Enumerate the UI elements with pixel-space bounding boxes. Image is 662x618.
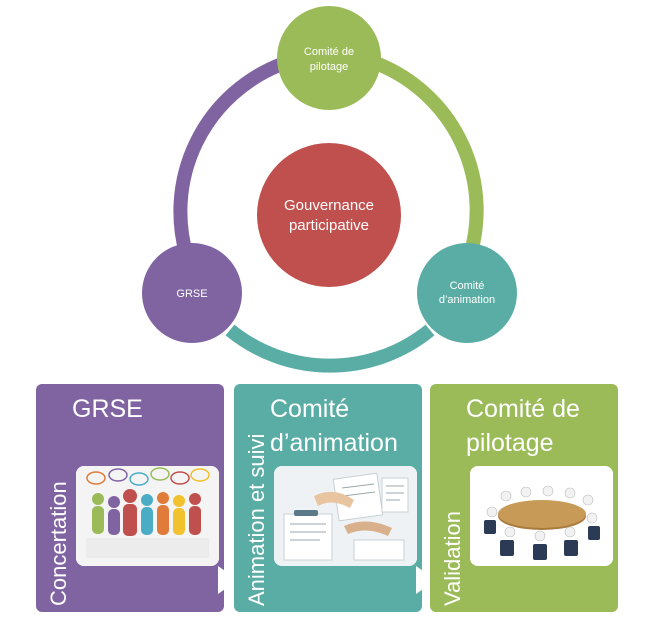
node-animation-label-2: d’animation (439, 294, 495, 306)
panel-concertation: Concertation GRSE (36, 384, 238, 612)
panel-animation: Animation et suivi Comité d’animation (234, 384, 436, 612)
panel-title: Comité d’animation (270, 392, 416, 460)
node-grse (142, 243, 242, 343)
documents-handshake-icon (274, 466, 417, 566)
center-circle (257, 143, 401, 287)
governance-cycle-diagram: Gouvernance participative Comité de pilo… (142, 6, 517, 373)
node-pilotage-label-1: Comité de (304, 46, 354, 58)
panel-title-line-1: GRSE (72, 395, 143, 423)
panel-title-line-2: pilotage (466, 429, 554, 457)
center-label-2: participative (289, 217, 369, 234)
node-animation (417, 243, 517, 343)
people-speech-bubbles-icon (76, 466, 219, 566)
panel-validation: Validation Comité de pilotage (430, 384, 618, 612)
meeting-table-icon (470, 466, 613, 566)
center-label-1: Gouvernance (284, 197, 374, 214)
panel-vertical-label: Animation et suivi (244, 433, 269, 606)
panel-title-line-1: Comité de (466, 395, 580, 423)
panel-vertical-label: Validation (440, 511, 465, 606)
ring-arc-purple (173, 57, 285, 263)
panel-title-line-2: d’animation (270, 429, 398, 457)
panel-title: Comité de pilotage (466, 392, 612, 460)
node-grse-label: GRSE (176, 288, 207, 300)
node-pilotage (277, 6, 381, 110)
node-animation-label-1: Comité (450, 280, 485, 292)
node-pilotage-label-2: pilotage (310, 61, 349, 73)
arrow-right-icon (218, 566, 238, 594)
ring-arc-teal (225, 324, 435, 373)
panel-vertical-label: Concertation (46, 481, 71, 606)
panel-title-line-1: Comité (270, 395, 350, 423)
panel-title: GRSE (72, 392, 218, 426)
ring-arc-green (375, 57, 484, 265)
